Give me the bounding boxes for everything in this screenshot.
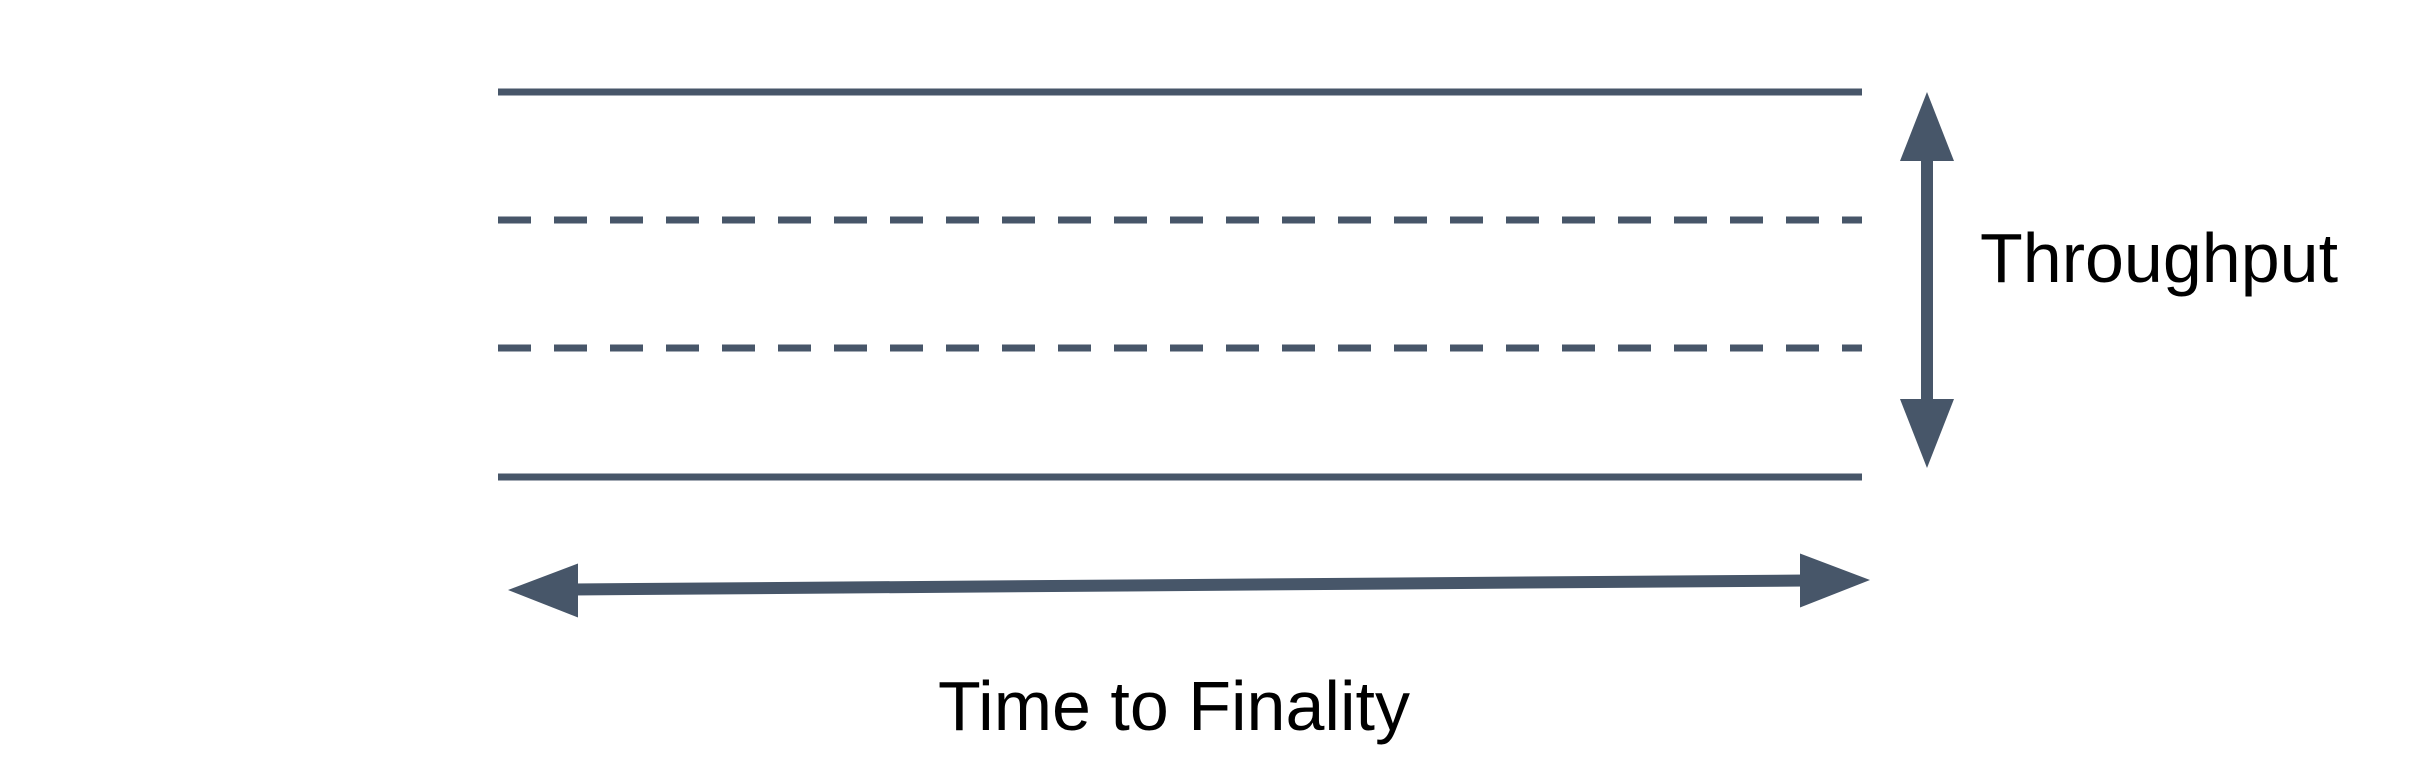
horizontal-arrow-head-right (1800, 553, 1870, 608)
throughput-label: Throughput (1980, 219, 2339, 297)
double-headed-arrow-vertical-icon (1900, 92, 1954, 468)
vertical-arrow-head-up (1900, 92, 1954, 161)
double-headed-arrow-horizontal-icon (508, 553, 1870, 618)
time-to-finality-label: Time to Finality (938, 667, 1410, 745)
horizontal-arrow-shaft (571, 574, 1807, 596)
horizontal-arrow-head-left (508, 563, 578, 618)
vertical-arrow-head-down (1900, 399, 1954, 468)
